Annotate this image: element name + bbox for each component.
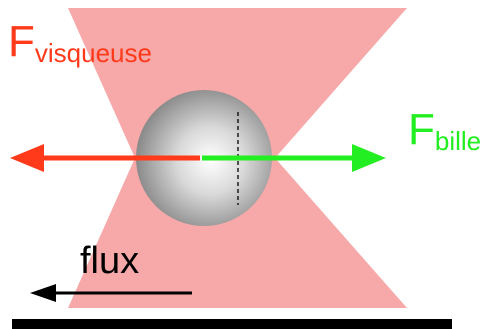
bead-force-subscript: bille <box>435 126 481 156</box>
viscous-force-arrowhead <box>10 144 44 172</box>
viscous-force-symbol: F <box>8 17 35 66</box>
bead-force-symbol: F <box>408 105 435 154</box>
flow-label: flux <box>80 242 139 280</box>
viscous-force-subscript: visqueuse <box>35 38 152 68</box>
bead-force-label: Fbille <box>408 108 481 154</box>
viscous-force-label: Fvisqueuse <box>8 20 152 66</box>
bead-force-arrowhead <box>352 144 386 172</box>
flow-arrowhead <box>30 284 56 302</box>
substrate-surface <box>12 319 452 329</box>
